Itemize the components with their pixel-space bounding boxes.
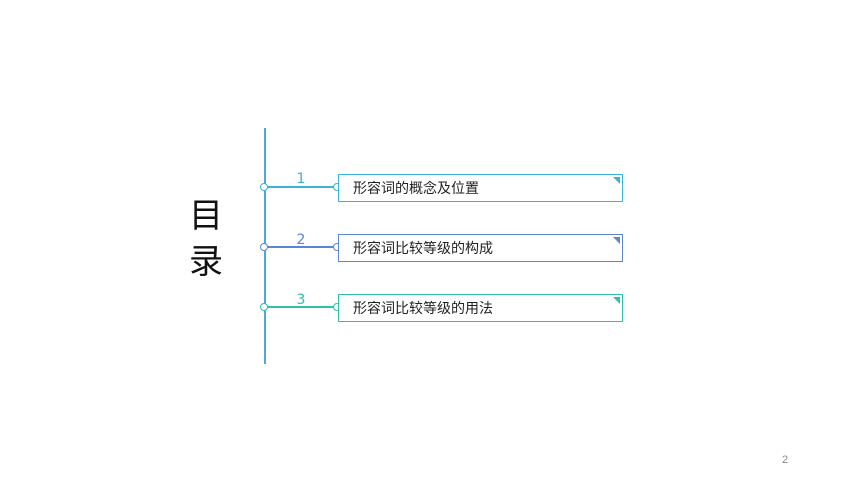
toc-item-label: 形容词比较等级的用法 — [353, 301, 493, 317]
toc-title-char-1: 目 — [189, 196, 223, 236]
toc-item-number: 3 — [296, 292, 306, 308]
toc-item-2[interactable]: 2 形容词比较等级的构成 — [0, 228, 860, 268]
corner-triangle-icon — [613, 237, 620, 244]
toc-item-3[interactable]: 3 形容词比较等级的用法 — [0, 288, 860, 328]
toc-item-1[interactable]: 1 形容词的概念及位置 — [0, 168, 860, 208]
toc-item-box[interactable]: 形容词比较等级的用法 — [338, 294, 623, 322]
toc-item-box[interactable]: 形容词比较等级的构成 — [338, 234, 623, 262]
toc-title-char-2: 录 — [189, 242, 223, 282]
toc-item-number: 1 — [296, 171, 306, 187]
corner-triangle-icon — [613, 177, 620, 184]
toc-item-box[interactable]: 形容词的概念及位置 — [338, 174, 623, 202]
connector-line — [267, 186, 337, 188]
page-number: 2 — [782, 454, 789, 466]
corner-triangle-icon — [613, 297, 620, 304]
connector-line — [267, 306, 337, 308]
toc-item-label: 形容词比较等级的构成 — [353, 241, 493, 257]
toc-item-label: 形容词的概念及位置 — [353, 181, 479, 197]
toc-item-number: 2 — [296, 232, 306, 248]
connector-line — [267, 246, 337, 248]
toc-title: 目 录 — [186, 193, 226, 285]
